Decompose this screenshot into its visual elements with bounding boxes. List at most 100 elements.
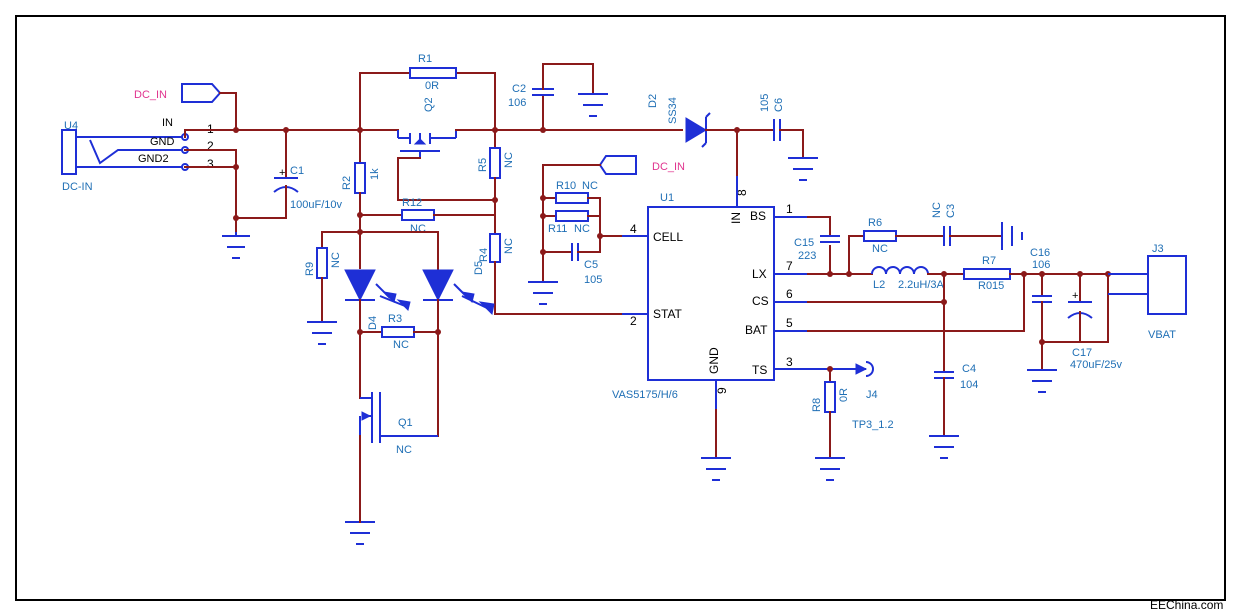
u1-pin-ts: TS [752,363,767,377]
u1-pin-bs: BS [750,209,766,223]
watermark: EEChina.com [1150,598,1223,612]
c15-ref: C15 [794,237,814,249]
mosfet-q1: Q1 NC [345,392,438,545]
c4-ref: C4 [962,363,976,375]
c6-ref: C6 [773,98,785,112]
u1-pin-in: IN [729,212,743,224]
r4-ref: R4 [478,248,490,262]
led-d5 [422,231,495,437]
r11-ref: R11 [548,223,567,235]
u4-pin1-name: IN [162,117,173,129]
ground-u1 [701,409,731,481]
led-d4: D4 [344,231,439,399]
u1-pin-cell: CELL [653,230,683,244]
q1-value: NC [396,444,412,456]
capacitor-c3: NC C3 [931,202,1023,250]
svg-text:+: + [279,167,285,179]
u1-pin-gnd: GND [707,347,721,374]
c1-ref: C1 [290,165,304,177]
ic-u1: U1 VAS5175/H/6 IN BS CELL LX CS STAT BAT… [612,175,808,410]
r1-value: 0R [425,80,439,92]
u1-num-stat: 2 [630,314,637,328]
j3-name: VBAT [1148,329,1176,341]
r9-value: NC [330,252,342,268]
r2-value: 1k [369,168,381,180]
u4-pin3-name: GND2 [138,153,169,165]
resistor-r3: R3 NC [359,313,439,351]
d4-ref: D4 [367,316,379,330]
j4-name: TP3_1.2 [852,419,894,431]
r7-ref: R7 [982,255,996,267]
c17-ref: C17 [1072,347,1092,359]
r8-value: 0R [838,388,850,402]
l2-value: 2.2uH/3A [898,279,945,291]
net-dcin2-text: DC_IN [652,161,685,173]
q1-ref: Q1 [398,417,413,429]
testpoint-j4: J4 TP3_1.2 [852,361,894,431]
resistor-r8: R8 0R [811,368,850,481]
u1-pin-lx: LX [752,267,767,281]
capacitor-c4: C4 104 [929,363,978,459]
c2-value: 106 [508,97,526,109]
r4-value: NC [503,238,515,254]
c3-ref: C3 [945,204,957,218]
u1-part: VAS5175/H/6 [612,389,678,401]
u4-pin2-name: GND [150,136,175,148]
capacitor-c15: C15 223 [794,235,840,262]
r5-ref: R5 [477,158,489,172]
connector-j3: J3 VBAT [1108,243,1187,341]
u1-num-bat: 5 [786,316,793,330]
capacitor-c16: C16 106 [1030,247,1052,343]
r3-ref: R3 [388,313,402,325]
diode-d2: D2 SS34 [647,94,711,148]
r2-ref: R2 [341,176,353,190]
r8-ref: R8 [811,398,823,412]
resistor-r11: R11 NC [542,210,601,235]
r11-value: NC [574,223,590,235]
r10-ref: R10 [556,180,576,192]
resistor-r2: R2 1k [341,129,381,269]
r7-value: R015 [978,280,1004,292]
u1-ref: U1 [660,192,674,204]
ground-u4 [222,232,250,259]
c16-ref: C16 [1030,247,1050,259]
u1-pin-stat: STAT [653,307,683,321]
r12-ref: R12 [402,197,422,209]
r3-value: NC [393,339,409,351]
capacitor-c1: C1 100uF/10v + [235,129,342,219]
d2-ref: D2 [647,94,659,108]
sheet-border [15,15,1226,601]
c15-value: 223 [798,250,816,262]
u4-body [61,129,77,175]
j3-ref: J3 [1152,243,1164,255]
capacitor-c5: C5 105 [528,243,602,305]
u1-num-gnd: 9 [715,387,729,394]
net-label-dcin-right: DC_IN [542,155,685,283]
c1-value: 100uF/10v [290,199,342,211]
r6-value: NC [872,243,888,255]
u1-num-ts: 3 [786,355,793,369]
u1-pin-bat: BAT [745,323,768,337]
u1-num-bs: 1 [786,202,793,216]
c17-value: 470uF/25v [1070,359,1122,371]
c2-ref: C2 [512,83,526,95]
net-dcin-text: DC_IN [134,89,167,101]
capacitor-c17: + C17 470uF/25v [1067,273,1122,371]
c3-value: NC [931,202,943,218]
c6-value: 105 [759,94,771,112]
r5-value: NC [503,152,515,168]
c4-value: 104 [960,379,978,391]
resistor-r5: R5 NC [477,129,515,216]
inductor-l2: L2 2.2uH/3A [871,266,965,291]
r10-value: NC [582,180,598,192]
u1-pin-cs: CS [752,294,769,308]
d2-value: SS34 [667,97,679,124]
u4-pin2-num: 2 [207,139,214,153]
r1-ref: R1 [418,53,432,65]
resistor-r6: R6 NC [848,217,945,275]
c5-value: 105 [584,274,602,286]
r12-value: NC [410,223,426,235]
svg-text:+: + [1072,290,1078,302]
resistor-r12: R12 NC [359,197,496,235]
